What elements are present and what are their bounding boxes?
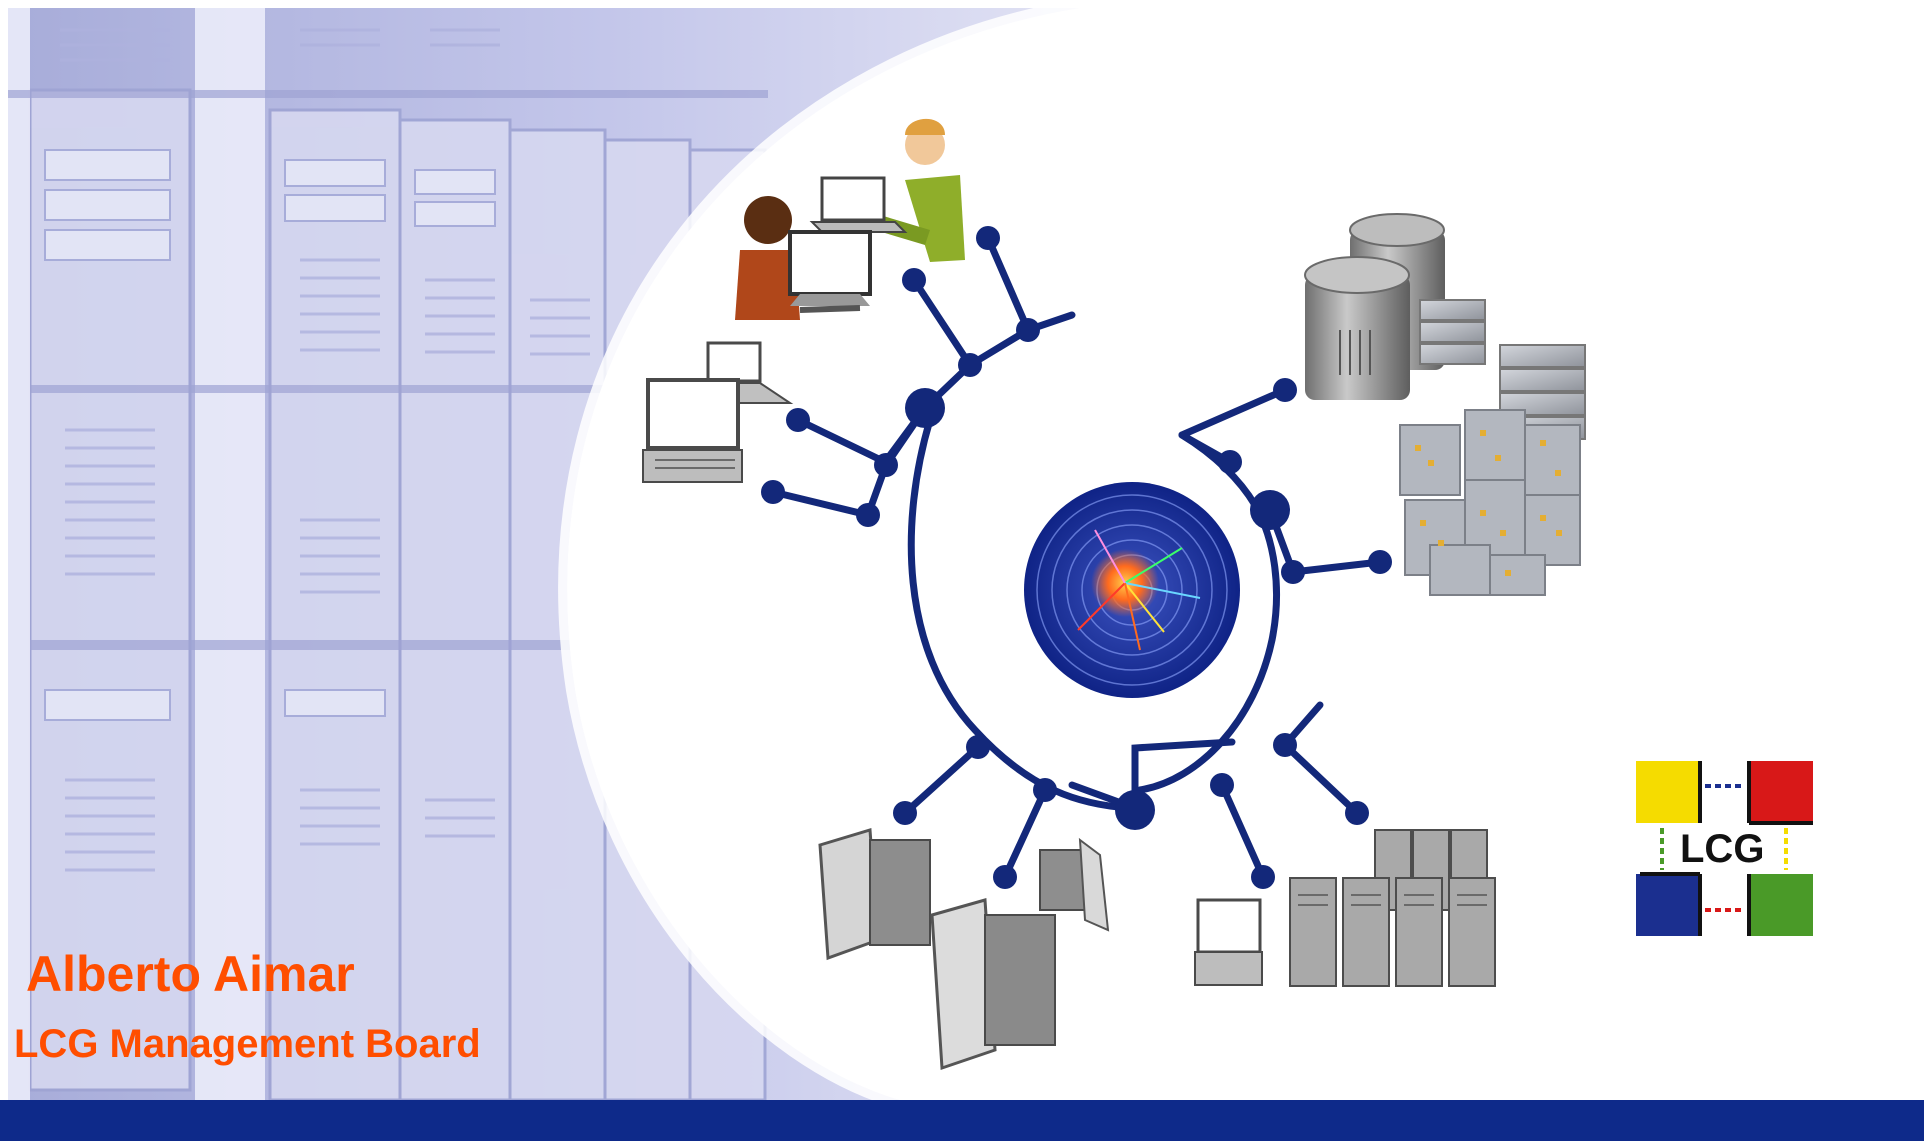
lcg-logo: LCG	[1636, 761, 1813, 936]
logo-square-red	[1749, 761, 1813, 823]
logo-text: LCG	[1680, 827, 1764, 871]
footer-bar	[0, 1100, 1924, 1141]
desktop-computers-icon	[818, 828, 1110, 1071]
logo-square-blue	[1636, 874, 1700, 936]
network-nodes	[761, 226, 1392, 889]
users-icon	[735, 118, 965, 320]
top-edge	[0, 0, 1924, 8]
logo-square-yellow	[1636, 761, 1700, 823]
compute-cluster-icon	[1399, 409, 1581, 596]
author-name: Alberto Aimar	[26, 946, 355, 1002]
storage-servers-icon	[1304, 213, 1586, 440]
collision-event-icon	[1024, 482, 1240, 698]
laptops-icon	[642, 341, 794, 483]
logo-square-green	[1749, 874, 1813, 936]
server-rack-icon	[1194, 829, 1496, 987]
event-name: LCG Management Board	[14, 1022, 481, 1066]
left-edge	[0, 0, 8, 1100]
